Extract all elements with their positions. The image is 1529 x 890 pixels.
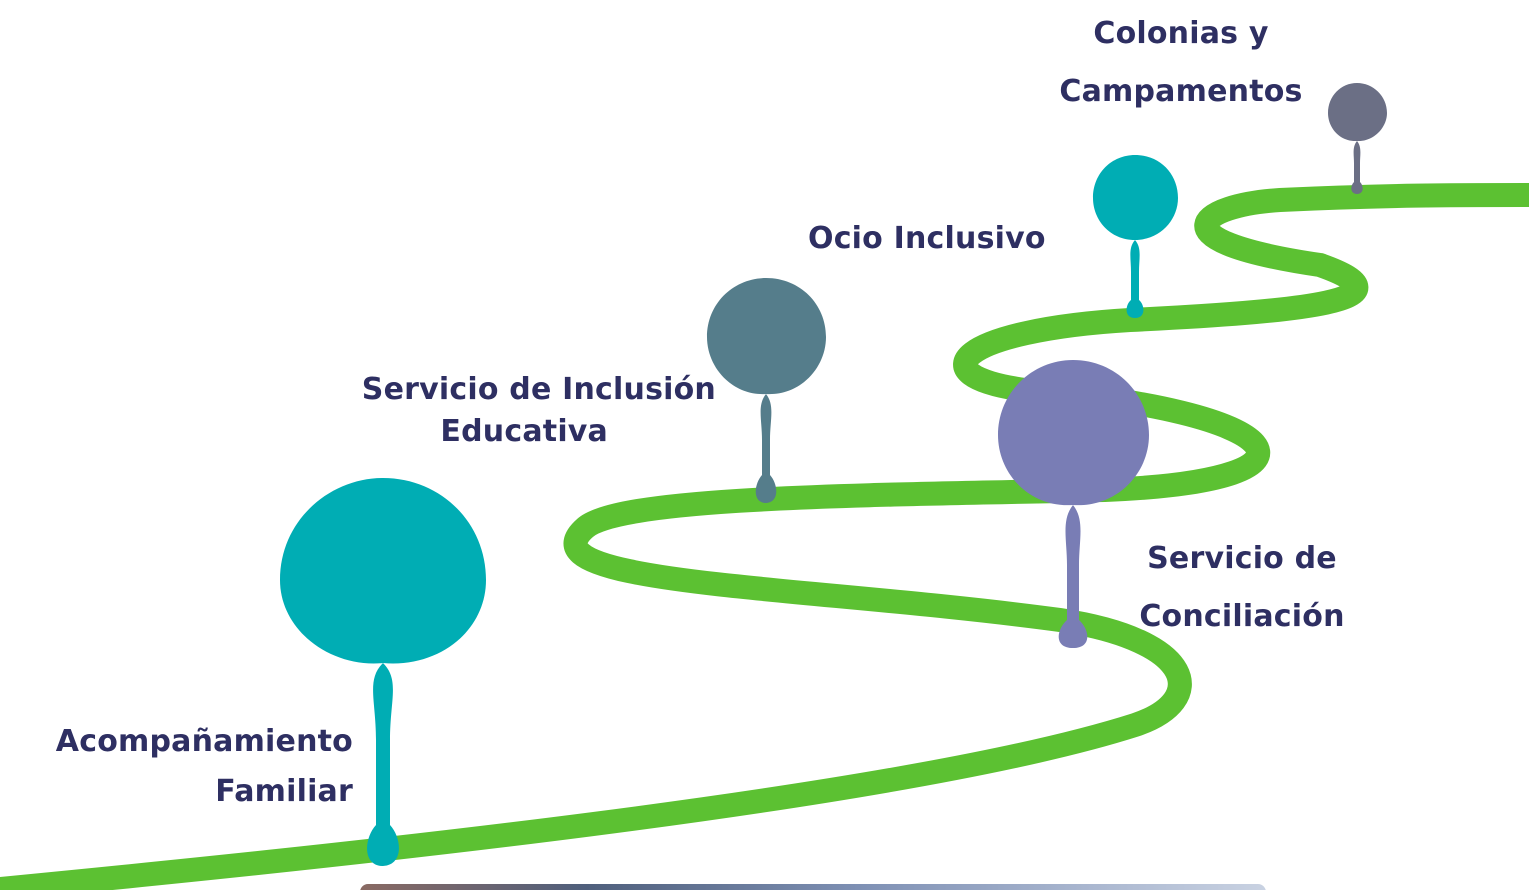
label-conciliacion-line2: Conciliación xyxy=(1139,599,1345,634)
pin-shape-ocio xyxy=(1093,155,1178,318)
label-inclusion: Servicio de Inclusión Educativa xyxy=(362,369,716,453)
label-conciliacion-line1: Servicio de xyxy=(1147,541,1337,576)
pin-shape-colonias xyxy=(1328,83,1387,194)
pin-shape-acompanamiento xyxy=(280,478,486,866)
pin-ocio xyxy=(1093,155,1178,318)
bottom-photo-strip xyxy=(360,884,1266,890)
label-acompanamiento: Acompañamiento Familiar xyxy=(56,717,353,817)
pin-colonias xyxy=(1328,83,1387,194)
pin-inclusion xyxy=(707,278,826,503)
label-colonias-line2: Campamentos xyxy=(1059,74,1303,109)
label-acompanamiento-line1: Acompañamiento xyxy=(55,724,353,759)
pin-shape-conciliacion xyxy=(998,360,1149,648)
pin-conciliacion xyxy=(998,360,1149,648)
label-inclusion-line1: Servicio de Inclusión xyxy=(361,372,716,407)
label-colonias: Colonias y Campamentos xyxy=(1036,5,1326,121)
pin-acompanamiento xyxy=(280,478,486,866)
label-ocio: Ocio Inclusivo xyxy=(808,214,1046,264)
label-ocio-line1: Ocio Inclusivo xyxy=(808,221,1046,256)
label-colonias-line1: Colonias y xyxy=(1093,16,1269,51)
label-acompanamiento-line2: Familiar xyxy=(215,774,353,809)
pin-shape-inclusion xyxy=(707,278,826,503)
label-inclusion-line2: Educativa xyxy=(440,414,608,449)
label-conciliacion: Servicio de Conciliación xyxy=(1120,530,1364,646)
